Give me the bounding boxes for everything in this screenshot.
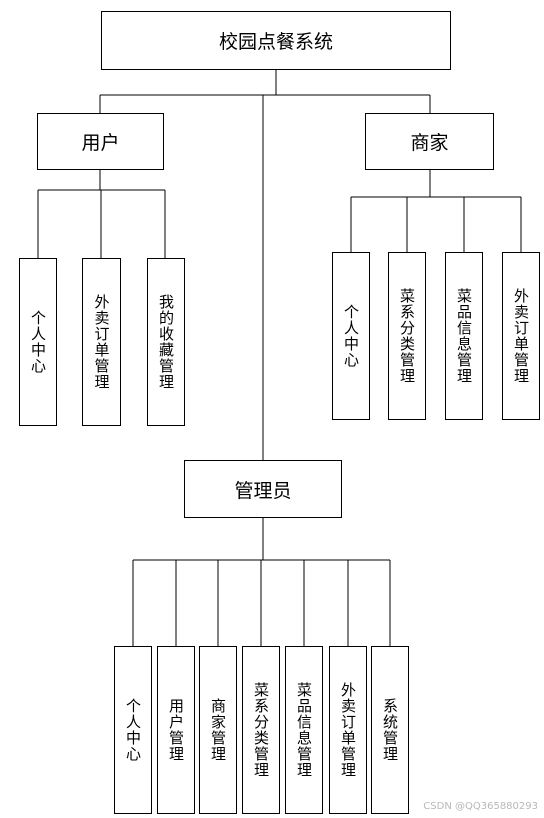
merchant-module: 菜系分类管理 [388,252,426,420]
root-node: 校园点餐系统 [101,11,451,70]
merchant-module: 菜品信息管理 [445,252,483,420]
user-module: 个人中心 [19,258,57,426]
merchant-node-label: 商家 [410,132,449,154]
user-node: 用户 [37,113,164,170]
admin-node-label: 管理员 [234,479,292,502]
merchant-module: 外卖订单管理 [502,252,540,420]
admin-module-label: 商家管理 [209,698,227,762]
admin-module-label: 用户管理 [167,698,185,762]
admin-node: 管理员 [184,460,342,518]
admin-module: 菜系分类管理 [242,646,280,814]
user-module: 外卖订单管理 [82,258,121,426]
merchant-module-label: 菜系分类管理 [398,288,416,384]
user-module-label: 我的收藏管理 [157,294,175,390]
admin-module-label: 个人中心 [124,698,142,762]
user-module-label: 外卖订单管理 [92,294,111,390]
merchant-module: 个人中心 [332,252,370,420]
merchant-module-label: 个人中心 [342,304,360,368]
merchant-module-label: 外卖订单管理 [512,288,530,384]
merchant-node: 商家 [365,113,494,170]
merchant-module-label: 菜品信息管理 [455,288,473,384]
admin-module: 个人中心 [114,646,152,814]
admin-module: 菜品信息管理 [285,646,323,814]
admin-module-label: 系统管理 [381,698,399,762]
admin-module: 用户管理 [157,646,195,814]
admin-module: 商家管理 [199,646,237,814]
admin-module-label: 菜系分类管理 [252,682,270,778]
user-module-label: 个人中心 [29,310,47,374]
admin-module-label: 外卖订单管理 [339,682,357,778]
watermark-text: CSDN @QQ365880293 [423,801,538,812]
admin-module: 系统管理 [371,646,409,814]
user-node-label: 用户 [81,132,120,154]
root-node-label: 校园点餐系统 [218,31,333,53]
admin-module-label: 菜品信息管理 [295,682,313,778]
admin-module: 外卖订单管理 [329,646,367,814]
user-module: 我的收藏管理 [147,258,185,426]
